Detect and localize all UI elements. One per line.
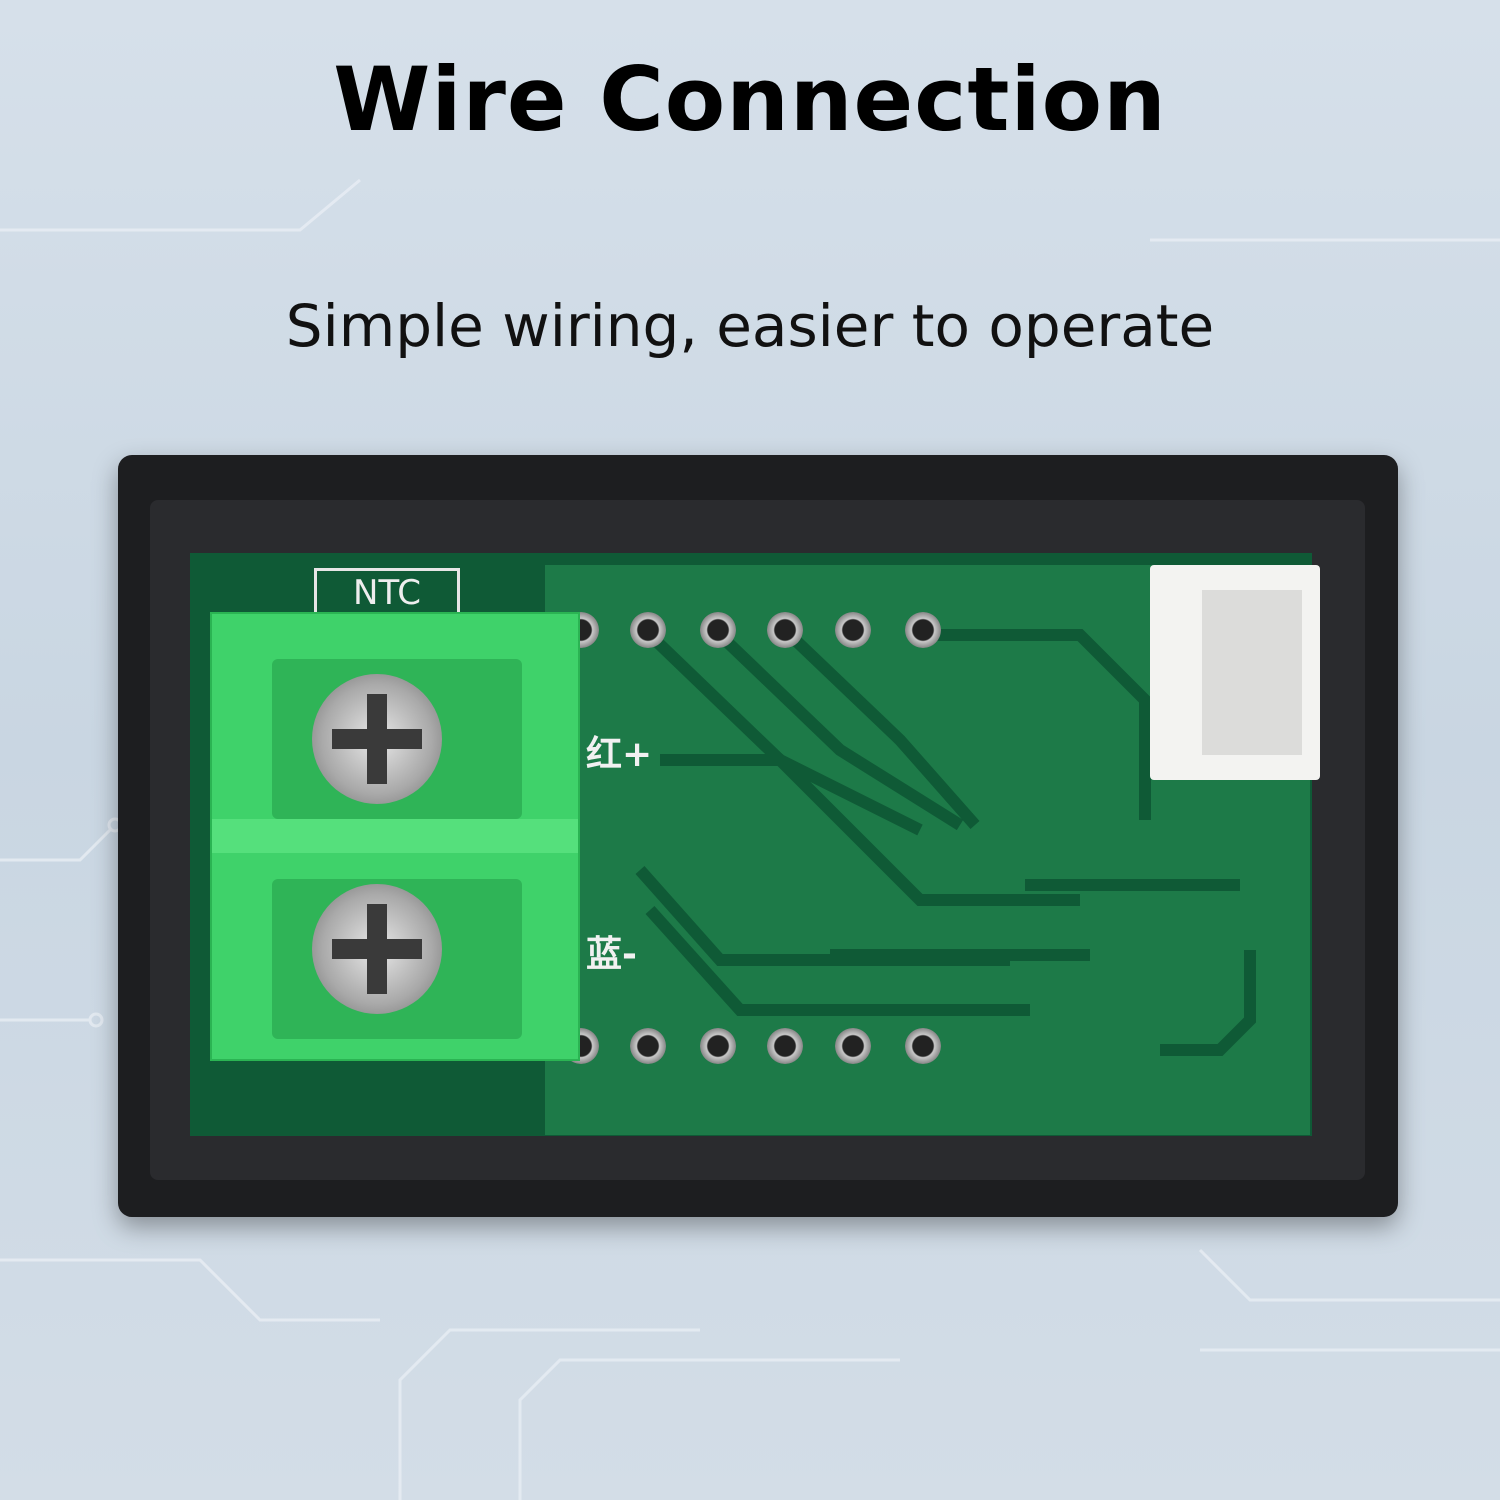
solder-pad <box>905 1028 941 1064</box>
solder-pad <box>905 612 941 648</box>
ntc-silkscreen-label: NTC <box>314 568 460 618</box>
solder-pad <box>835 1028 871 1064</box>
screw-icon[interactable] <box>312 674 442 804</box>
solder-pad <box>835 612 871 648</box>
positive-red-label: 红+ <box>586 734 653 775</box>
screw-icon[interactable] <box>312 884 442 1014</box>
solder-pad <box>767 1028 803 1064</box>
solder-pad <box>630 612 666 648</box>
solder-pad <box>700 612 736 648</box>
page-title: Wire Connection <box>333 48 1167 151</box>
connector-slot <box>1202 590 1302 755</box>
negative-blue-label: 蓝- <box>586 934 637 975</box>
screw-terminal-block <box>210 612 580 1061</box>
page-subtitle: Simple wiring, easier to operate <box>285 292 1215 360</box>
solder-pad <box>700 1028 736 1064</box>
solder-pad <box>630 1028 666 1064</box>
jst-connector[interactable] <box>1150 565 1320 780</box>
terminal-divider <box>212 819 578 853</box>
solder-pad <box>767 612 803 648</box>
